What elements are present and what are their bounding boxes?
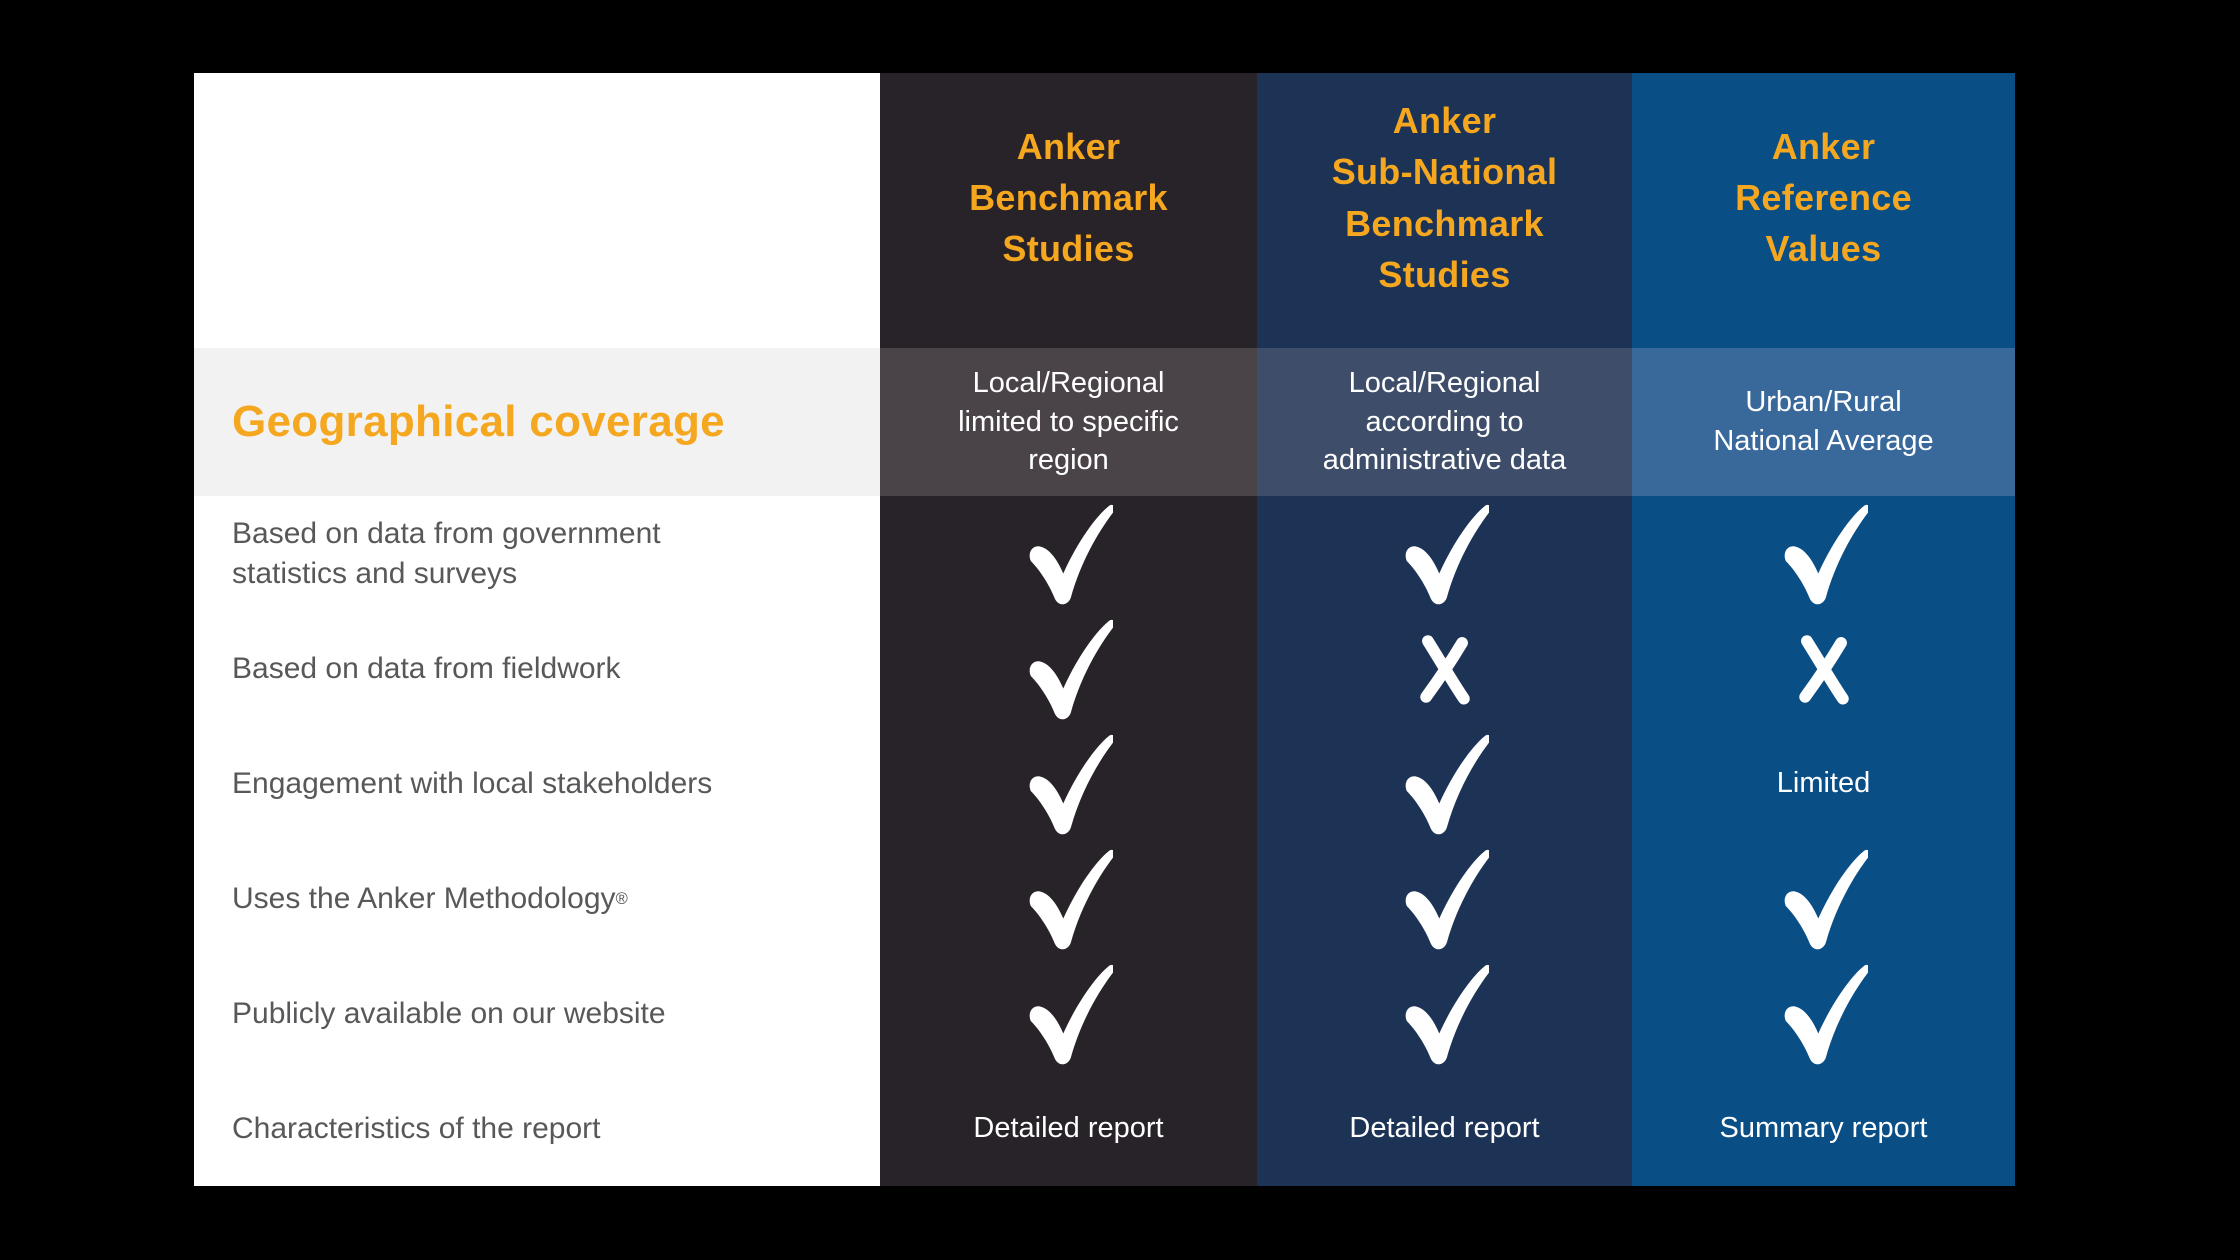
row-label-anker-methodology: Uses the Anker Methodology®: [194, 841, 880, 956]
check-icon: [1401, 502, 1489, 605]
column-header-anker-benchmark-studies: Anker Benchmark Studies: [880, 73, 1257, 348]
row-label-text: Characteristics of the report: [232, 1111, 601, 1145]
check-icon: [1780, 847, 1868, 950]
table-cell: Limited: [1632, 726, 2015, 841]
table-cell: [1257, 956, 1632, 1071]
table-cell: [880, 726, 1257, 841]
check-icon: [1401, 732, 1489, 835]
table-cell: [880, 956, 1257, 1071]
row-label-text: Based on data from government statistics…: [232, 516, 661, 590]
table-cell: [1257, 496, 1632, 611]
table-cell: [1257, 726, 1632, 841]
row-label-geographical-coverage: Geographical coverage: [194, 348, 880, 496]
row-label-stakeholders: Engagement with local stakeholders: [194, 726, 880, 841]
x-icon: [1797, 633, 1851, 705]
x-icon: [1418, 633, 1472, 705]
table-cell: [880, 496, 1257, 611]
table-cell: [1257, 611, 1632, 726]
table-cell: [880, 611, 1257, 726]
column-header-anker-subnational-benchmark-studies: Anker Sub-National Benchmark Studies: [1257, 73, 1632, 348]
geo-coverage-cell-subnational: Local/Regional according to administrati…: [1257, 348, 1632, 496]
row-label-text: Based on data from fieldwork: [232, 651, 621, 685]
table-cell: Summary report: [1632, 1071, 2015, 1186]
row-label-text: Uses the Anker Methodology: [232, 881, 616, 915]
table-corner-spacer: [194, 73, 880, 348]
table-cell: [1632, 841, 2015, 956]
row-label-publicly-available: Publicly available on our website: [194, 956, 880, 1071]
check-icon: [1025, 847, 1113, 950]
row-label-report-characteristics: Characteristics of the report: [194, 1071, 880, 1186]
table-cell: Detailed report: [880, 1071, 1257, 1186]
table-cell: [1257, 841, 1632, 956]
row-label-text: Publicly available on our website: [232, 996, 666, 1030]
check-icon: [1780, 502, 1868, 605]
check-icon: [1401, 962, 1489, 1065]
check-icon: [1025, 732, 1113, 835]
check-icon: [1025, 617, 1113, 720]
row-label-fieldwork: Based on data from fieldwork: [194, 611, 880, 726]
row-label-text: Engagement with local stakeholders: [232, 766, 713, 800]
comparison-table: Anker Benchmark Studies Anker Sub-Nation…: [194, 73, 2015, 1186]
table-cell: [1632, 611, 2015, 726]
row-label-government-statistics: Based on data from government statistics…: [194, 496, 880, 611]
check-icon: [1780, 962, 1868, 1065]
geo-coverage-cell-reference: Urban/Rural National Average: [1632, 348, 2015, 496]
check-icon: [1401, 847, 1489, 950]
table-cell: [1632, 956, 2015, 1071]
column-header-anker-reference-values: Anker Reference Values: [1632, 73, 2015, 348]
table-cell: Detailed report: [1257, 1071, 1632, 1186]
table-cell: [1632, 496, 2015, 611]
geo-coverage-cell-benchmark: Local/Regional limited to specific regio…: [880, 348, 1257, 496]
table-cell: [880, 841, 1257, 956]
check-icon: [1025, 502, 1113, 605]
check-icon: [1025, 962, 1113, 1065]
